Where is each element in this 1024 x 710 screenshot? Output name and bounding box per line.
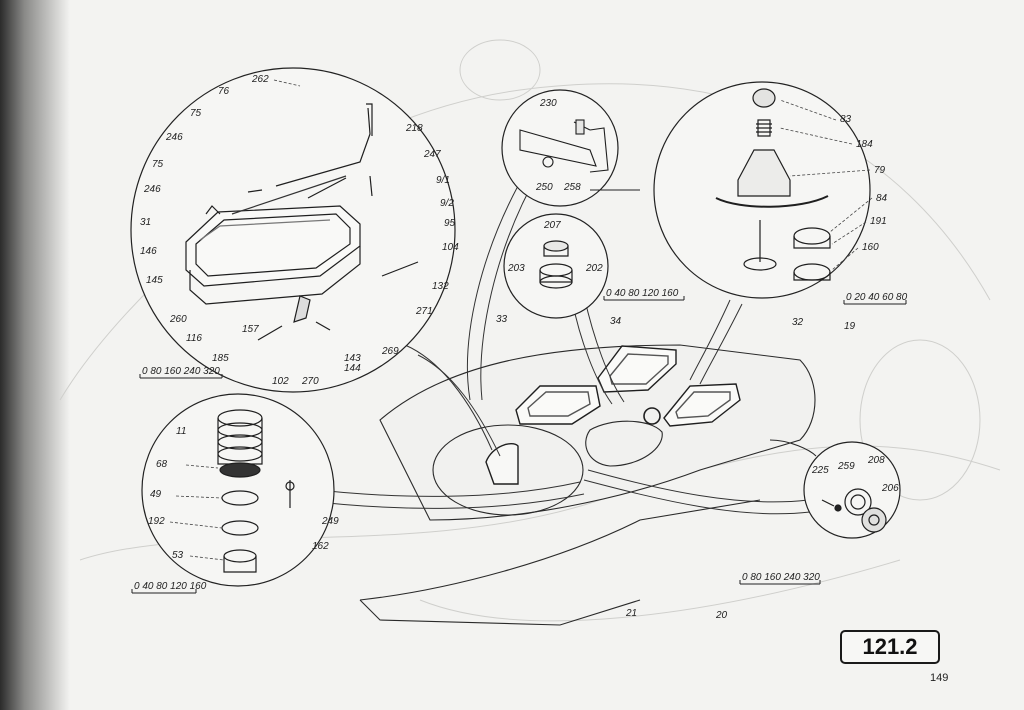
part-number-labels: 262 76 75 246 75 246 31 146 145 260 116 185 157 102 27… bbox=[140, 74, 899, 621]
part-label-202: 202 bbox=[585, 263, 603, 274]
tray-32 bbox=[663, 383, 741, 427]
part-label-191: 191 bbox=[870, 216, 887, 227]
part-label-258: 258 bbox=[563, 182, 581, 193]
part-label-132: 132 bbox=[432, 281, 449, 292]
detail-circle-cup bbox=[503, 213, 609, 319]
part-label-53: 53 bbox=[172, 550, 184, 561]
part-label-144: 144 bbox=[344, 363, 361, 374]
part-label-21: 21 bbox=[625, 608, 637, 619]
scale-bars bbox=[131, 189, 907, 594]
part-label-246: 246 bbox=[143, 184, 161, 195]
part-label-246: 246 bbox=[165, 132, 183, 143]
scale-label: 0 40 80 120 160 bbox=[606, 288, 679, 299]
part-label-160: 160 bbox=[862, 242, 879, 253]
part-label-20: 20 bbox=[715, 610, 728, 621]
scale-labels: 0 80 160 240 320 0 40 80 120 160 0 20 40 6… bbox=[134, 288, 908, 592]
part-label-116: 116 bbox=[186, 333, 202, 344]
part-label-260: 260 bbox=[169, 314, 187, 325]
part-label-225: 225 bbox=[811, 465, 829, 476]
scale-label: 0 80 160 240 320 bbox=[742, 572, 820, 583]
part-label-49: 49 bbox=[150, 489, 162, 500]
detail-circle-cover bbox=[803, 441, 901, 539]
detail-circle-rings bbox=[141, 393, 335, 587]
part-label-218: 218 bbox=[405, 123, 423, 134]
part-label-68: 68 bbox=[156, 459, 168, 470]
detail-circle-console bbox=[130, 67, 456, 393]
part-label-269: 269 bbox=[381, 346, 399, 357]
part-label-9-1: 9/1 bbox=[436, 175, 450, 186]
binding-shadow bbox=[0, 0, 70, 710]
part-label-11: 11 bbox=[176, 426, 186, 437]
part-label-250: 250 bbox=[535, 182, 553, 193]
part-label-84: 84 bbox=[876, 193, 888, 204]
part-label-32: 32 bbox=[792, 317, 804, 328]
part-label-162: 162 bbox=[312, 541, 329, 552]
part-label-203: 203 bbox=[507, 263, 525, 274]
page-number: 149 bbox=[930, 672, 949, 684]
part-label-33: 33 bbox=[496, 314, 508, 325]
part-label-262: 262 bbox=[251, 74, 269, 85]
part-label-208: 208 bbox=[867, 455, 885, 466]
part-label-259: 259 bbox=[837, 461, 855, 472]
ashtray-lid bbox=[485, 443, 519, 485]
part-label-83: 83 bbox=[840, 114, 852, 125]
part-label-143: 143 bbox=[344, 353, 361, 364]
scale-label: 0 80 160 240 320 bbox=[142, 366, 220, 377]
part-label-95: 95 bbox=[444, 218, 456, 229]
part-label-270: 270 bbox=[301, 376, 319, 387]
part-label-79: 79 bbox=[874, 165, 886, 176]
part-label-34: 34 bbox=[610, 316, 622, 327]
part-label-206: 206 bbox=[881, 483, 899, 494]
part-label-104: 104 bbox=[442, 242, 459, 253]
part-label-145: 145 bbox=[146, 275, 163, 286]
part-label-271: 271 bbox=[415, 306, 433, 317]
scale-label: 0 40 80 120 160 bbox=[134, 581, 207, 592]
figure-number-badge: 121.2 bbox=[840, 630, 940, 664]
part-label-75: 75 bbox=[152, 159, 164, 170]
part-label-185: 185 bbox=[212, 353, 229, 364]
part-label-207: 207 bbox=[543, 220, 561, 231]
part-label-157: 157 bbox=[242, 324, 259, 335]
part-label-75: 75 bbox=[190, 108, 202, 119]
label-leader-lines bbox=[169, 79, 873, 561]
detail-circle-bracket bbox=[501, 89, 619, 207]
part-label-230: 230 bbox=[539, 98, 557, 109]
part-label-247: 247 bbox=[423, 149, 441, 160]
part-label-31: 31 bbox=[140, 217, 151, 228]
part-label-249: 249 bbox=[321, 516, 339, 527]
part-label-184: 184 bbox=[856, 139, 873, 150]
part-label-192: 192 bbox=[148, 516, 165, 527]
part-label-9-2: 9/2 bbox=[440, 198, 454, 209]
part-label-76: 76 bbox=[218, 86, 230, 97]
shifter-boot-ring bbox=[643, 407, 661, 425]
tray-33 bbox=[515, 385, 601, 425]
part-label-102: 102 bbox=[272, 376, 289, 387]
scale-label: 0 20 40 60 80 bbox=[846, 292, 908, 303]
part-label-146: 146 bbox=[140, 246, 157, 257]
callout-connectors bbox=[299, 167, 811, 515]
part-label-19: 19 bbox=[844, 321, 856, 332]
